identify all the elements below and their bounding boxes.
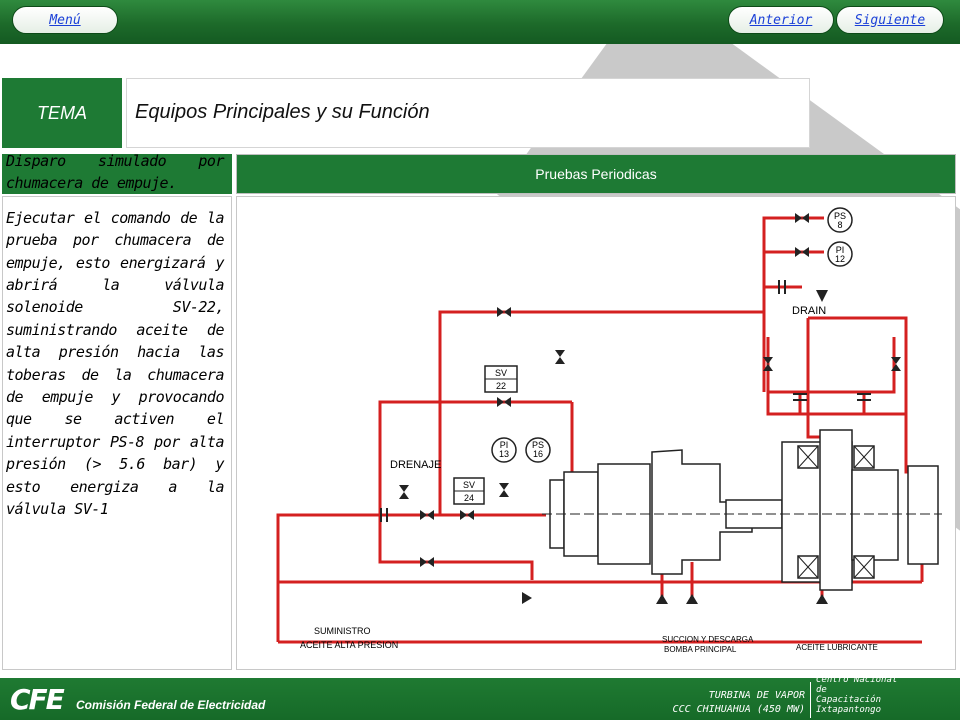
svg-text:8: 8 (837, 220, 842, 230)
svg-text:13: 13 (499, 449, 509, 459)
footer-bar (0, 678, 960, 720)
svg-text:PS: PS (532, 440, 544, 450)
section-title: Pruebas Periodicas (236, 154, 956, 194)
footer-separator (810, 682, 811, 718)
title-box: Equipos Principales y su Función (126, 78, 810, 148)
cfe-logo: CFE (10, 683, 65, 716)
svg-text:SV: SV (463, 480, 475, 490)
drenaje-label: DRENAJE (390, 459, 441, 471)
footer-line-2: CCC CHIHUAHUA (450 MW) (672, 704, 805, 715)
svg-text:PI: PI (836, 245, 845, 255)
svg-text:PS: PS (834, 211, 846, 221)
menu-button[interactable]: Menú (12, 6, 118, 34)
supply-label-1: SUMINISTRO (314, 626, 371, 636)
svg-text:22: 22 (496, 381, 506, 391)
supply-label-2: ACEITE ALTA PRESION (300, 640, 398, 650)
hydraulic-diagram: PS 8 PI 12 DRAIN SV 22 PI 13 PS 16 DRENA… (242, 202, 948, 664)
company-name: Comisión Federal de Electricidad (76, 698, 266, 712)
drain-label: DRAIN (792, 305, 826, 317)
svg-text:SV: SV (495, 368, 507, 378)
center-line-4: Ixtapantongo (816, 705, 882, 715)
footer-line-1: TURBINA DE VAPOR (708, 690, 805, 701)
next-button[interactable]: Siguiente (836, 6, 944, 34)
page-title: Equipos Principales y su Función (135, 101, 430, 123)
pi12-gauge: PI 12 (827, 241, 853, 267)
center-line-2: de (816, 685, 827, 695)
svg-text:24: 24 (464, 493, 474, 503)
sv24-solenoid: SV 24 (453, 477, 485, 505)
description-panel (2, 196, 232, 670)
svg-text:16: 16 (533, 449, 543, 459)
svg-text:12: 12 (835, 254, 845, 264)
svg-text:PI: PI (500, 440, 509, 450)
sv22-solenoid: SV 22 (484, 365, 518, 393)
previous-button[interactable]: Anterior (728, 6, 834, 34)
description-paragraph-1: Disparo simulado por chumacera de empuje… (6, 152, 225, 193)
thrust-bearing-assembly (549, 429, 939, 591)
ps8-gauge: PS 8 (827, 207, 853, 233)
pump-label-1: SUCCION Y DESCARGA (662, 635, 754, 644)
pi13-gauge: PI 13 (491, 437, 517, 463)
training-center: Centro Nacional de Capacitación Ixtapant… (816, 675, 956, 715)
tema-label: TEMA (2, 78, 122, 148)
center-line-1: Centro Nacional (816, 675, 898, 685)
ps16-gauge: PS 16 (525, 437, 551, 463)
oil-lines (276, 216, 924, 644)
pump-label-2: BOMBA PRINCIPAL (664, 645, 737, 654)
description-text: Disparo simulado por chumacera de empuje… (6, 150, 225, 533)
center-line-3: Capacitación (816, 695, 882, 705)
lube-label: ACEITE LUBRICANTE (796, 643, 878, 652)
description-paragraph-2: Ejecutar el comando de la prueba por chu… (6, 208, 225, 519)
left-panel-header (2, 154, 232, 194)
